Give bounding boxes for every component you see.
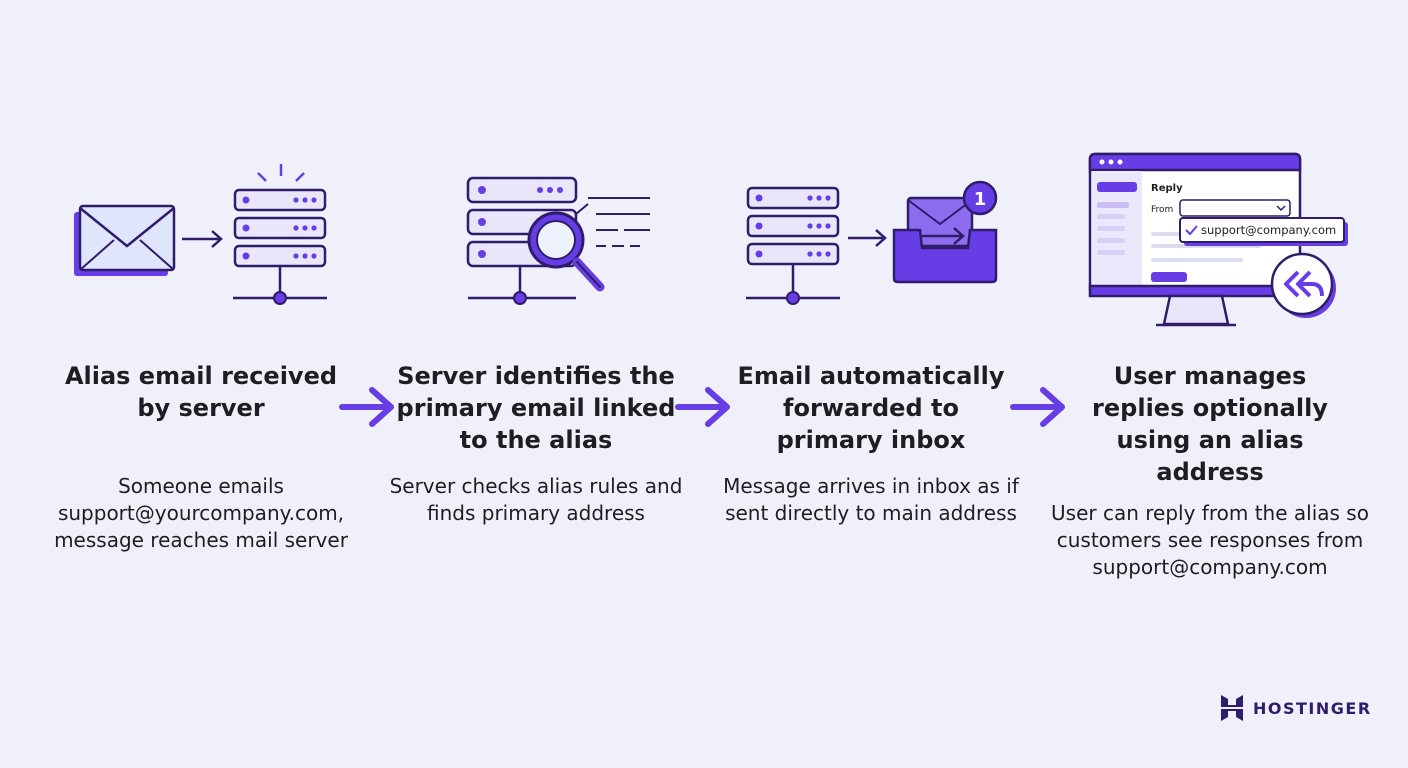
magnifier-icon <box>527 203 605 292</box>
flow-arrow-icon <box>1010 387 1065 427</box>
from-label: From <box>1151 205 1173 215</box>
reply-all-icon <box>1270 252 1336 318</box>
flow-arrow-icon <box>675 387 730 427</box>
inbox-tray-icon <box>892 196 998 284</box>
reply-monitor-icon: Reply From support@company.com <box>1088 152 1348 327</box>
envelope-to-server-icon <box>74 164 327 305</box>
alias-option-text: support@company.com <box>1201 223 1336 237</box>
alias-dropdown-option: support@company.com <box>1179 217 1348 246</box>
step-4-title: User manages replies optionally using an… <box>1092 362 1328 486</box>
step-4-description: User can reply from the alias so custome… <box>1051 501 1369 579</box>
chevron-down-icon <box>1276 205 1286 212</box>
notification-badge: 1 <box>962 180 998 216</box>
step-3-title: Email automatically forwarded to primary… <box>737 362 1005 454</box>
notification-count: 1 <box>974 189 987 210</box>
step-2-description: Server checks alias rules and finds prim… <box>389 474 683 525</box>
hostinger-logo-icon <box>1221 695 1243 721</box>
envelope-icon <box>74 204 176 276</box>
flow-arrow-icon <box>339 387 394 427</box>
step-2-title: Server identifies the primary email link… <box>396 362 676 454</box>
hostinger-logo: HOSTINGER <box>1220 694 1372 722</box>
server-icon <box>746 186 840 305</box>
reply-label: Reply <box>1151 183 1183 194</box>
check-icon <box>1185 225 1198 236</box>
arrow-right-icon <box>182 230 223 248</box>
server-icon <box>233 164 327 305</box>
brand-name: HOSTINGER <box>1253 698 1372 718</box>
step-1-description: Someone emails support@yourcompany.com, … <box>54 474 348 552</box>
server-magnifier-icon <box>466 176 650 305</box>
server-to-inbox-icon: 1 <box>746 180 998 305</box>
arrow-right-icon <box>848 229 887 247</box>
step-1-title: Alias email received by server <box>64 362 338 422</box>
step-3-description: Message arrives in inbox as if sent dire… <box>723 474 1019 525</box>
